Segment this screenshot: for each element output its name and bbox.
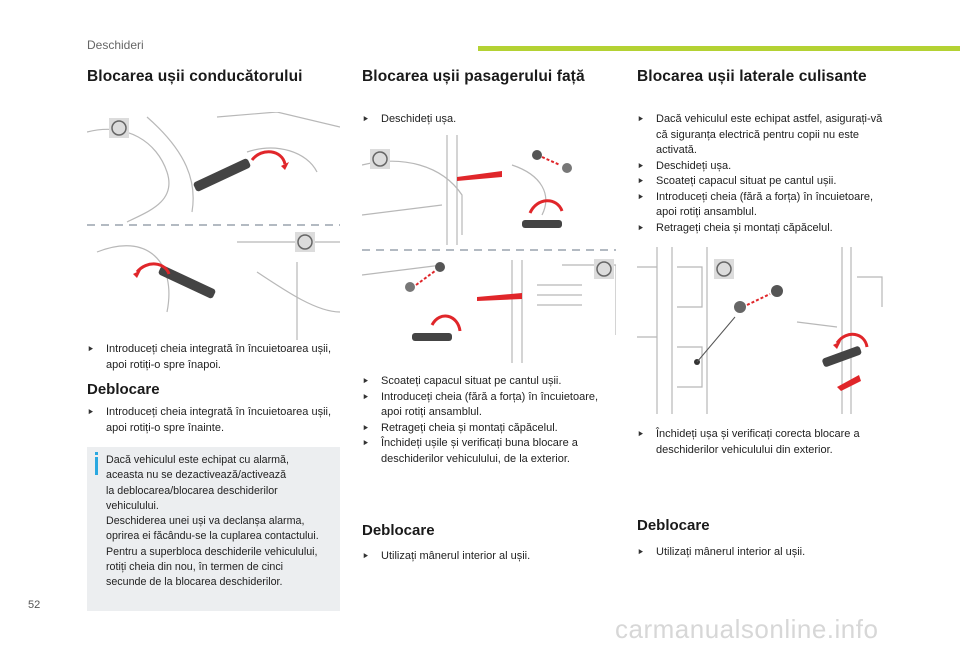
sliding-unlock-step-text: Utilizați mânerul interior al ușii. [656,546,806,558]
arrow-bullet-icon: ⯈ [637,191,645,202]
sliding-door-illustration [637,247,883,414]
sliding-close-step: ⯈ Închideți ușa și verificați corecta bl… [637,427,893,458]
passenger-step-text: Scoateți capacul situat pe cantul ușii. [381,375,562,387]
passenger-step-text: Închideți ușile și verificați buna bloca… [381,437,578,465]
sliding-step: ⯈ Deschideți ușa. [637,159,893,175]
alarm-info-box: Dacă vehiculul este echipat cu alarmă, a… [87,447,340,611]
arrow-bullet-icon: ⯈ [637,114,645,124]
arrow-bullet-icon: ⯈ [362,422,370,433]
arrow-bullet-icon: ⯈ [637,176,645,186]
section-accent-bar [478,46,960,51]
info-line: vehiculului. [106,499,159,512]
sliding-unlock-step: ⯈ Utilizați mânerul interior al ușii. [637,545,893,561]
page-number: 52 [28,599,41,611]
driver-door-illustration [87,112,340,340]
sliding-step-text: Retrageți cheia și montați căpăcelul. [656,221,833,234]
arrow-bullet-icon: ⯈ [362,114,370,124]
arrow-bullet-icon: ⯈ [362,438,370,448]
arrow-bullet-icon: ⯈ [87,407,95,417]
arrow-bullet-icon: ⯈ [362,551,370,561]
passenger-open-step: ⯈ Deschideți ușa. [362,112,618,128]
alarm-info-text: Dacă vehiculul este echipat cu alarmă, a… [106,453,336,591]
driver-unlock-step-text: Introduceți cheia integrată în încuietoa… [106,406,332,434]
info-line: secunde de la blocarea deschiderilor. [106,576,283,589]
sliding-step-text: Scoateți capacul situat pe cantul ușii. [656,175,837,187]
watermark: carmanualsonline.info [615,614,879,644]
info-line: rotiți cheia din nou, în termen de cinci [106,561,284,574]
arrow-bullet-icon: ⯈ [637,429,645,439]
passenger-step: ⯈ Închideți ușile și verificați buna blo… [362,436,618,467]
passenger-step: ⯈ Introduceți cheia (fără a forța) în în… [362,390,618,421]
passenger-unlock-step: ⯈ Utilizați mânerul interior al ușii. [362,549,618,565]
sliding-step-text: Introduceți cheia (fără a forța) în încu… [656,190,874,219]
info-line: Pentru a superbloca deschiderile vehicul… [106,545,318,558]
driver-door-column: Blocarea ușii conducătorului [87,68,343,86]
sliding-step: ⯈ Retrageți cheia și montați căpăcelul. [637,221,893,237]
info-icon [95,457,98,475]
arrow-bullet-icon: ⯈ [362,391,370,402]
arrow-bullet-icon: ⯈ [87,344,95,354]
sliding-door-title: Blocarea ușii laterale culisante [637,68,867,85]
sliding-close-step-text: Închideți ușa și verificați corecta bloc… [656,428,860,456]
arrow-bullet-icon: ⯈ [637,547,645,557]
arrow-bullet-icon: ⯈ [637,222,645,233]
sliding-step: ⯈ Scoateți capacul situat pe cantul ușii… [637,174,893,190]
passenger-door-illustration [362,135,616,363]
sliding-step-text: Deschideți ușa. [656,159,732,172]
info-line: Deschiderea unei uși va declanșa alarma, [106,515,305,528]
sliding-step: ⯈ Introduceți cheia (fără a forța) în în… [637,190,893,221]
driver-lock-step-text: Introduceți cheia integrată în încuietoa… [106,343,332,371]
info-icon-dot [95,452,98,455]
info-line: oprirea ei făcându-se la cuplarea contac… [106,530,319,543]
passenger-unlock-step-text: Utilizați mânerul interior al ușii. [381,550,531,562]
driver-unlock-title: Deblocare [87,381,160,398]
passenger-unlock-title: Deblocare [362,522,435,539]
passenger-step: ⯈ Retrageți cheia și montați căpăcelul. [362,421,618,437]
passenger-step: ⯈ Scoateți capacul situat pe cantul ușii… [362,374,618,390]
passenger-step-text: Retrageți cheia și montați căpăcelul. [381,421,558,434]
sliding-step: ⯈ Dacă vehiculul este echipat astfel, as… [637,112,893,159]
sliding-unlock-title: Deblocare [637,517,710,534]
info-line: la deblocarea/blocarea deschiderilor [106,484,278,497]
info-line: Dacă vehiculul este echipat cu alarmă, [106,454,289,466]
passenger-door-title: Blocarea ușii pasagerului față [362,68,585,85]
info-line: aceasta nu se dezactivează/activează [106,469,287,482]
driver-door-title: Blocarea ușii conducătorului [87,68,303,85]
passenger-open-step-text: Deschideți ușa. [381,113,457,125]
passenger-step-text: Introduceți cheia (fără a forța) în încu… [381,390,599,419]
arrow-bullet-icon: ⯈ [362,376,370,386]
section-label: Deschideri [87,38,144,52]
sliding-step-text: Dacă vehiculul este echipat astfel, asig… [656,113,883,156]
arrow-bullet-icon: ⯈ [637,160,645,171]
driver-unlock-step: ⯈ Introduceți cheia integrată în încuiet… [87,405,343,436]
driver-lock-step: ⯈ Introduceți cheia integrată în încuiet… [87,342,343,373]
